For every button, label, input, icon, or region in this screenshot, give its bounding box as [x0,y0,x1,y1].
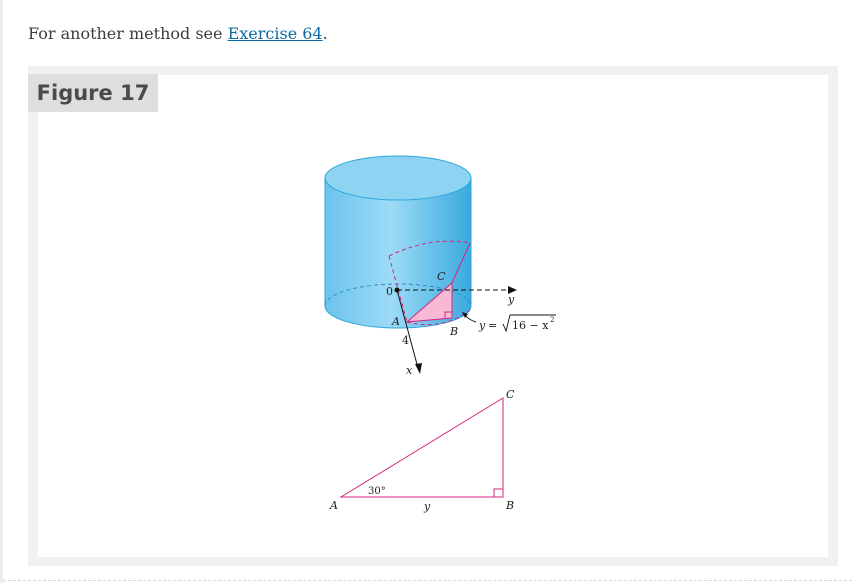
x-axis-label: x [406,364,413,377]
curve-pointer-arrow-icon [462,312,468,318]
triangle-shape [339,397,504,498]
curve-equation: y = 16 − x 2 [478,314,556,333]
figure-label: Figure 17 [28,74,158,112]
top-diagram-labels: 0 A B C 4 x y [386,270,515,377]
equation-radicand: 16 − x [512,319,549,332]
cut-radius-line [388,255,408,323]
angle-label: 30° [368,486,386,497]
x-axis-arrow-icon [415,363,422,374]
page-bottom-rule [3,580,852,581]
equation-exponent: 2 [550,316,554,324]
triangle-point-c-label: C [506,388,515,401]
y-axis-arrow-icon [508,286,517,294]
cylinder-side [324,177,472,329]
wedge-fill [405,281,453,323]
triangle-point-b-label: B [505,499,514,512]
wedge-curve-edge [451,242,471,284]
x-axis-line [396,289,419,369]
curve-pointer-line [464,314,477,323]
curve-pointer [462,312,477,323]
wedge-right-angle [444,311,452,318]
page-left-rule [0,0,3,583]
intro-period: . [322,24,328,43]
cross-section-triangle [405,242,471,323]
radius-label: 4 [402,334,409,347]
cut-curve-top [388,240,471,257]
axes [394,286,517,374]
cylinder-top [324,155,472,201]
triangle-right-angle [493,488,503,497]
point-c-label: C [437,270,446,283]
intro-paragraph: For another method see Exercise 64. [28,23,328,45]
cut-plane [388,240,471,326]
base-label: y [423,500,431,513]
origin-dot [394,287,400,293]
intro-text: For another method see [28,24,228,43]
point-a-label: A [391,315,400,328]
square-root-icon [502,314,556,333]
exercise-64-link[interactable]: Exercise 64 [227,24,323,43]
equation-lhs: y [478,319,486,332]
bottom-triangle: A B C 30° y [329,388,515,513]
point-b-label: B [449,325,458,338]
equation-equals: = [488,319,497,332]
cylinder [324,155,472,329]
y-axis-label: y [507,293,515,306]
triangle-point-a-label: A [329,499,338,512]
cylinder-hidden-base [324,283,472,307]
origin-label: 0 [386,285,393,298]
